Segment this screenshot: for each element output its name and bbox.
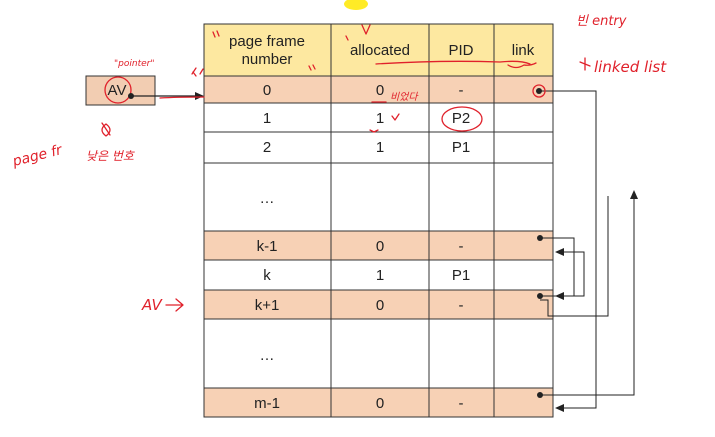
row0-note: 비었다 bbox=[390, 91, 419, 103]
av-label: AV bbox=[108, 82, 127, 99]
row-background bbox=[204, 103, 553, 132]
cell-frame-number: 2 bbox=[263, 139, 271, 156]
page-frame-note: page fr bbox=[10, 142, 65, 170]
cell-pid: P1 bbox=[452, 139, 470, 156]
tick-mark bbox=[369, 129, 379, 133]
table-border bbox=[203, 23, 554, 418]
quote-mark bbox=[191, 67, 204, 75]
cell-frame-number: k+1 bbox=[255, 297, 280, 314]
row-background bbox=[204, 260, 553, 290]
arrow-mark bbox=[579, 57, 591, 71]
header-page-frame-line2: number bbox=[242, 51, 293, 68]
red-pointer-line bbox=[159, 96, 205, 99]
cell-allocated: 1 bbox=[376, 110, 384, 127]
empty-entry-note: 빈 entry bbox=[576, 14, 627, 29]
row-background bbox=[204, 132, 553, 163]
cell-allocated: 1 bbox=[376, 267, 384, 284]
av-pointer: AV bbox=[85, 75, 204, 106]
row-background bbox=[204, 76, 553, 103]
pid-circle-annotation bbox=[441, 106, 483, 132]
header-link: link bbox=[512, 42, 535, 59]
table-row: 1 1 P2 bbox=[204, 103, 553, 132]
table-row: m-1 0 - bbox=[204, 388, 553, 417]
cell-frame-number: k bbox=[263, 267, 271, 284]
table-grid bbox=[203, 23, 554, 418]
row-background bbox=[204, 388, 553, 417]
table-row: 0 0 - bbox=[204, 76, 553, 103]
quote-mark bbox=[212, 30, 220, 38]
table-row: 2 1 P1 bbox=[204, 132, 553, 163]
underline-annotation bbox=[375, 60, 531, 65]
cell-pid: - bbox=[459, 238, 464, 255]
cell-pid: - bbox=[459, 395, 464, 412]
free-list-links bbox=[536, 88, 638, 412]
link-line bbox=[540, 198, 635, 396]
row-background bbox=[204, 319, 553, 388]
cell-allocated: 0 bbox=[376, 238, 384, 255]
cell-frame-number: 1 bbox=[263, 110, 271, 127]
link-line bbox=[540, 196, 609, 317]
table-header: page frame number allocated PID link bbox=[204, 24, 553, 76]
table-row: … bbox=[204, 163, 553, 231]
row-background bbox=[204, 231, 553, 260]
table-row: … bbox=[204, 319, 553, 388]
header-page-frame-line1: page frame bbox=[229, 33, 305, 50]
linked-list-note: linked list bbox=[594, 58, 667, 76]
phi-mark bbox=[101, 122, 111, 137]
av-arrow-annotation bbox=[165, 298, 184, 312]
row-background bbox=[204, 290, 553, 319]
table-row: k+1 0 - bbox=[204, 290, 553, 319]
pointer-note: "pointer" bbox=[114, 59, 154, 69]
cell-frame-number: … bbox=[260, 347, 275, 364]
check-mark bbox=[391, 113, 400, 121]
link-line bbox=[540, 90, 597, 409]
cell-frame-number: m-1 bbox=[254, 395, 280, 412]
cell-frame-number: 0 bbox=[263, 82, 271, 99]
tick-mark bbox=[345, 35, 349, 41]
header-allocated: allocated bbox=[350, 42, 410, 59]
tick-mark bbox=[192, 71, 197, 77]
cell-frame-number: … bbox=[260, 190, 275, 207]
cell-allocated: 1 bbox=[376, 139, 384, 156]
underline-annotation bbox=[507, 62, 537, 69]
av-arrow-label: AV bbox=[141, 296, 164, 314]
table-row: k 1 P1 bbox=[204, 260, 553, 290]
table-row: k-1 0 - bbox=[204, 231, 553, 260]
av-box bbox=[85, 75, 156, 106]
cell-pid: P1 bbox=[452, 267, 470, 284]
cell-pid: - bbox=[459, 82, 464, 99]
highlight-mark bbox=[344, 0, 368, 10]
cell-pid: P2 bbox=[452, 110, 470, 127]
cell-frame-number: k-1 bbox=[257, 238, 278, 255]
cell-allocated: 0 bbox=[376, 297, 384, 314]
v-mark bbox=[361, 24, 371, 35]
av-circle-annotation bbox=[104, 76, 132, 104]
row-background bbox=[204, 163, 553, 231]
av-pointer-arrowhead bbox=[195, 92, 204, 100]
link-arrowhead bbox=[555, 404, 564, 412]
header-pid: PID bbox=[448, 42, 473, 59]
cell-allocated: 0 bbox=[376, 395, 384, 412]
link-line bbox=[540, 251, 585, 297]
link-arrowhead bbox=[555, 248, 564, 256]
korean-note: 낮은 번호 bbox=[86, 149, 135, 163]
link-circle-annotation bbox=[532, 84, 546, 98]
table-header-background bbox=[204, 24, 553, 76]
quote-mark bbox=[308, 64, 316, 71]
cell-pid: - bbox=[459, 297, 464, 314]
cell-allocated: 0 bbox=[376, 82, 384, 99]
link-arrowhead bbox=[630, 190, 638, 199]
link-dot bbox=[536, 88, 542, 94]
